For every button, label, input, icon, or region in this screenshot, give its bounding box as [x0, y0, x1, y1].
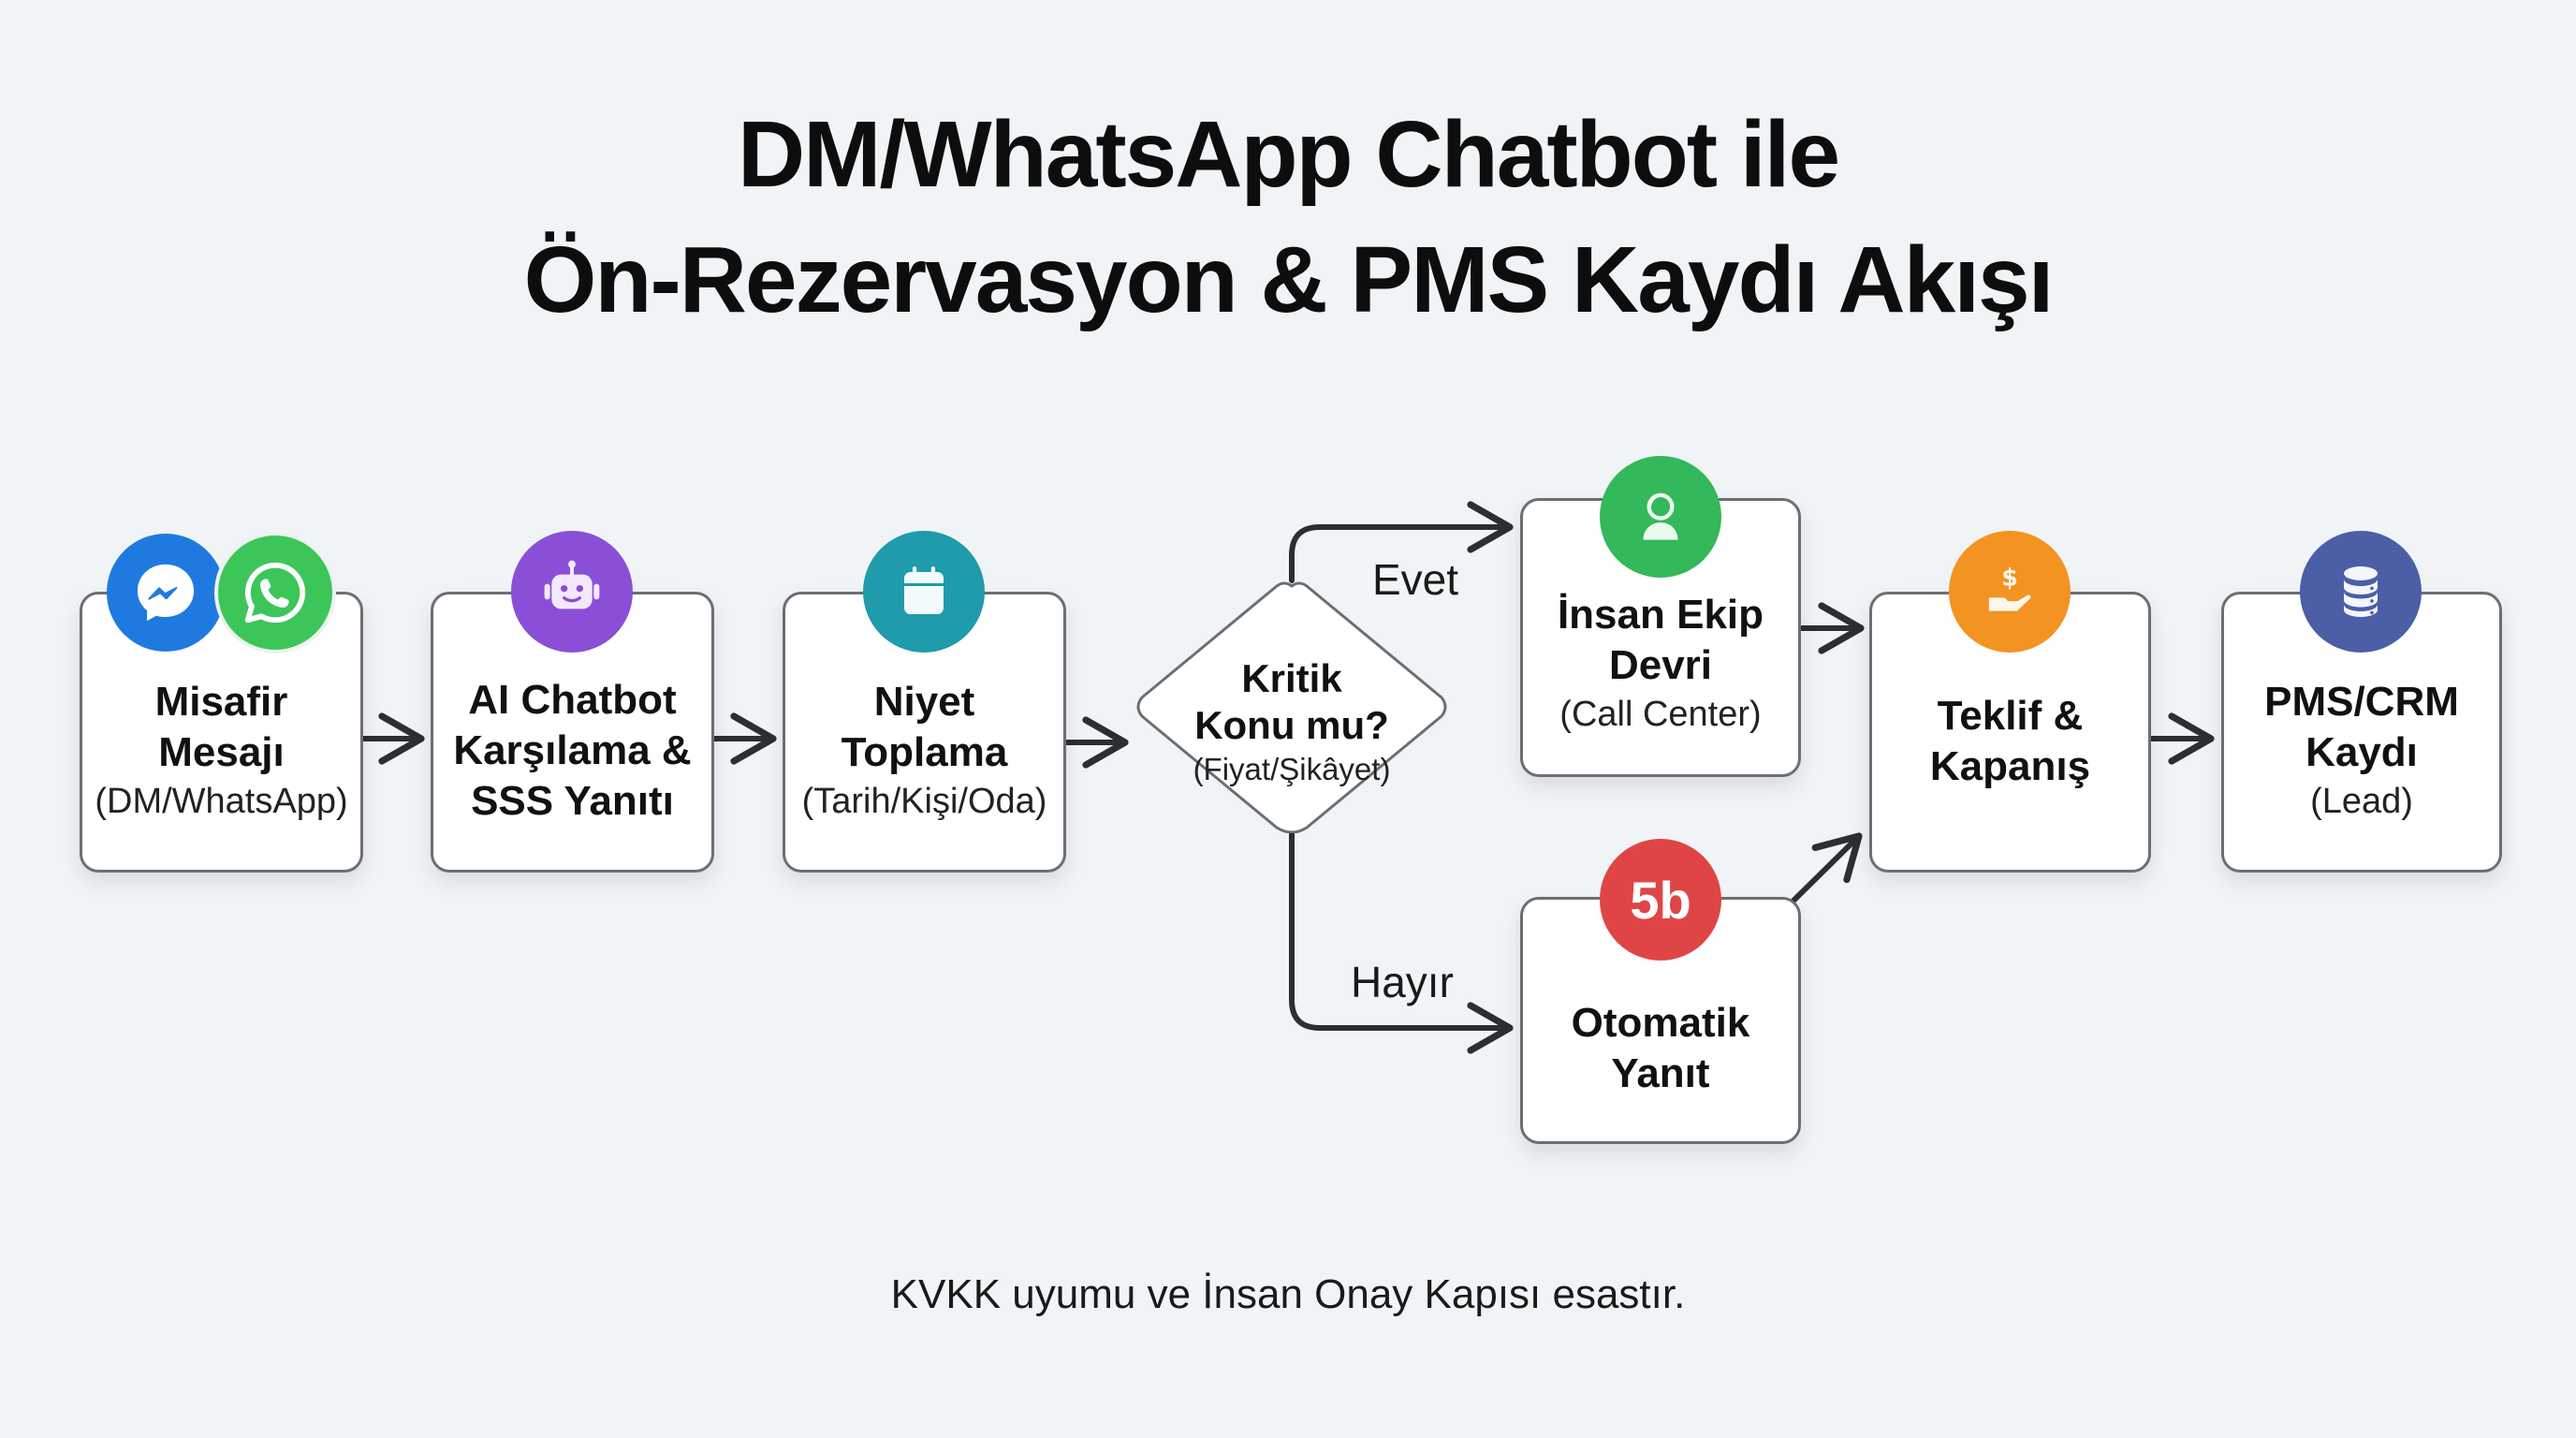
page-title: DM/WhatsApp Chatbot ile Ön-Rezervasyon &…	[0, 92, 2576, 343]
messenger-icon	[107, 534, 225, 652]
decision-label-line: Kritik	[1241, 656, 1342, 700]
node-label-line: PMS/CRM	[2264, 679, 2459, 725]
node-label-line: Kaydı	[2305, 729, 2418, 775]
node-label-line: İnsan Ekip	[1557, 592, 1764, 638]
title-line-2: Ön-Rezervasyon & PMS Kaydı Akışı	[523, 227, 2055, 332]
node-label-line: Toplama	[841, 729, 1008, 775]
node-label-line: Teklif &	[1937, 693, 2084, 739]
money-hand-icon: $	[1949, 531, 2071, 653]
whatsapp-icon	[214, 532, 336, 653]
title-line-1: DM/WhatsApp Chatbot ile	[737, 102, 1840, 207]
headset-agent-icon	[1600, 456, 1721, 578]
robot-icon	[511, 531, 633, 653]
node-label-line: Misafir	[154, 679, 288, 725]
svg-text:$: $	[2001, 564, 2018, 592]
edge-label-hayir: Hayır	[1351, 958, 1454, 1006]
node-sublabel: (Call Center)	[1559, 695, 1762, 734]
node-label-line: Niyet	[873, 679, 975, 725]
node-pms-crm-kaydi: PMS/CRM Kaydı (Lead)	[2221, 592, 2502, 873]
node-label-line: Devri	[1608, 642, 1713, 688]
node-label-line: Otomatik	[1571, 1000, 1750, 1046]
node-label-line: AI Chatbot	[468, 677, 677, 723]
node-label-line: Yanıt	[1611, 1050, 1710, 1096]
calendar-icon	[863, 531, 985, 653]
decision-sublabel: (Fiyat/Şikâyet)	[1193, 752, 1391, 786]
node-sublabel: (DM/WhatsApp)	[95, 782, 348, 821]
node-misafir-mesaji: Misafir Mesajı (DM/WhatsApp)	[80, 592, 363, 873]
decision-label-line: Konu mu?	[1194, 703, 1389, 747]
footer-note: KVKK uyumu ve İnsan Onay Kapısı esastır.	[890, 1271, 1686, 1317]
node-label-line: Mesajı	[158, 729, 285, 775]
step-badge-5b: 5b	[1600, 839, 1721, 961]
node-label-line: Kapanış	[1929, 743, 2091, 789]
node-label-line: Karşılama &	[453, 727, 692, 773]
edge-label-evet: Evet	[1372, 555, 1459, 604]
node-label-line: SSS Yanıtı	[471, 778, 674, 824]
step-badge-text: 5b	[1630, 870, 1691, 930]
decision-text: Kritik Konu mu? (Fiyat/Şikâyet)	[1134, 655, 1449, 790]
database-icon	[2300, 531, 2422, 653]
node-sublabel: (Tarih/Kişi/Oda)	[801, 782, 1047, 821]
node-sublabel: (Lead)	[2310, 782, 2413, 821]
arrow-otomatik-to-teklif	[1791, 832, 1863, 903]
decision-diamond	[1136, 581, 1447, 833]
